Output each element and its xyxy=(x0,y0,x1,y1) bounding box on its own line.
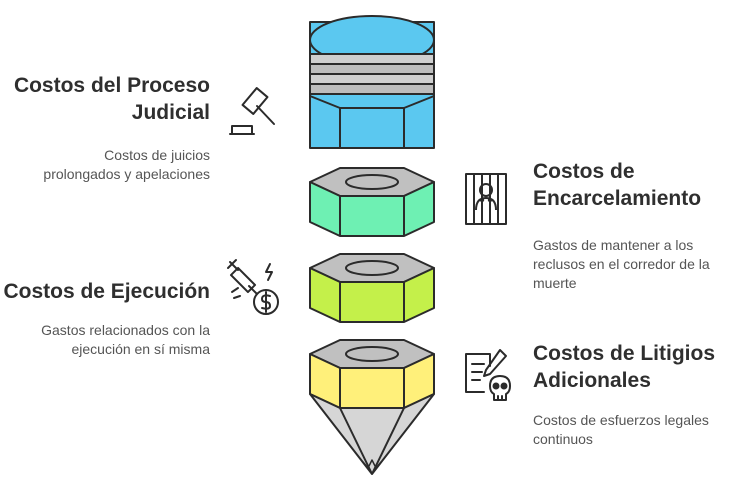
syringe-money-icon xyxy=(227,259,279,315)
eraser-segment xyxy=(309,15,435,149)
judicial-costs-title-line: Costos del Proceso xyxy=(13,74,210,97)
gavel-icon xyxy=(229,87,275,135)
litigation-costs-desc-line: Costos de esfuerzos legales xyxy=(533,412,709,428)
incarceration-costs-description: Gastos de mantener a los reclusos en el … xyxy=(533,236,738,293)
incarceration-costs-desc-line: reclusos en el corredor de la xyxy=(533,256,710,272)
execution-costs-title-line: Costos de Ejecución xyxy=(3,280,210,303)
legal-document-skull-icon xyxy=(465,349,511,401)
incarceration-costs-title-line: Costos de xyxy=(533,160,635,183)
prisoner-behind-bars-icon xyxy=(465,173,507,225)
incarceration-costs-title-line: Encarcelamiento xyxy=(533,187,702,210)
litigation-costs-title: Costos de Litigios Adicionales xyxy=(533,340,738,394)
hex-segment-lime xyxy=(309,253,435,323)
incarceration-costs-desc-line: muerte xyxy=(533,275,577,291)
hex-segment-green xyxy=(309,167,435,237)
litigation-costs-title-line: Costos de Litigios xyxy=(533,342,716,365)
pencil-diagram xyxy=(309,15,435,475)
execution-costs-title: Costos de Ejecución xyxy=(0,278,210,305)
incarceration-costs-title: Costos de Encarcelamiento xyxy=(533,158,733,212)
execution-costs-description: Gastos relacionados con la ejecución en … xyxy=(0,321,210,359)
pencil-tip xyxy=(309,393,435,475)
litigation-costs-desc-line: continuos xyxy=(533,431,593,447)
judicial-costs-title-line: Judicial xyxy=(131,101,210,124)
judicial-costs-desc-line: Costos de juicios xyxy=(104,147,210,163)
incarceration-costs-desc-line: Gastos de mantener a los xyxy=(533,237,694,253)
hex-segment-yellow xyxy=(309,339,435,409)
judicial-costs-description: Costos de juicios prolongados y apelacio… xyxy=(0,146,210,184)
litigation-costs-description: Costos de esfuerzos legales continuos xyxy=(533,411,738,449)
execution-costs-desc-line: ejecución en sí misma xyxy=(71,341,210,357)
judicial-costs-desc-line: prolongados y apelaciones xyxy=(43,166,210,182)
judicial-costs-title: Costos del Proceso Judicial xyxy=(0,72,210,126)
litigation-costs-title-line: Adicionales xyxy=(533,369,651,392)
execution-costs-desc-line: Gastos relacionados con la xyxy=(41,322,210,338)
